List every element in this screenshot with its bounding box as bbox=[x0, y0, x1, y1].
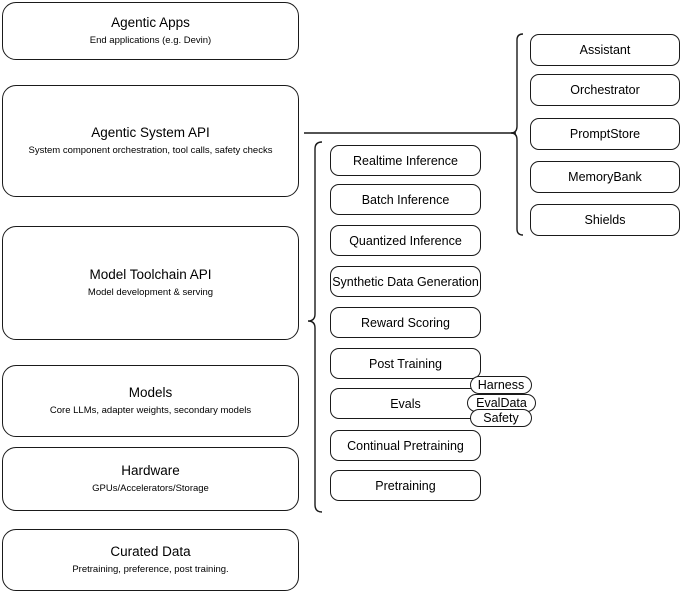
agentic-component-assistant[interactable]: Assistant bbox=[530, 34, 680, 66]
layer-agentic-apps[interactable]: Agentic Apps End applications (e.g. Devi… bbox=[2, 2, 299, 60]
brace-agentic-components bbox=[510, 33, 524, 236]
agentic-component-memorybank[interactable]: MemoryBank bbox=[530, 161, 680, 193]
layer-subtitle: System component orchestration, tool cal… bbox=[28, 145, 273, 156]
capability-label: Pretraining bbox=[375, 478, 436, 493]
agentic-component-label: MemoryBank bbox=[568, 170, 642, 184]
capability-label: Reward Scoring bbox=[361, 315, 450, 330]
layer-title: Models bbox=[128, 385, 173, 400]
capability-label: Evals bbox=[390, 396, 421, 411]
layer-title: Curated Data bbox=[110, 544, 191, 559]
layer-title: Model Toolchain API bbox=[89, 267, 212, 282]
brace-toolchain-capabilities bbox=[307, 141, 323, 513]
layer-hardware[interactable]: Hardware GPUs/Accelerators/Storage bbox=[2, 447, 299, 511]
capability-label: Batch Inference bbox=[361, 192, 450, 207]
layer-curated-data[interactable]: Curated Data Pretraining, preference, po… bbox=[2, 529, 299, 591]
agentic-component-label: Assistant bbox=[579, 43, 631, 57]
capability-batch-inference[interactable]: Batch Inference bbox=[330, 184, 481, 215]
layer-subtitle: Model development & serving bbox=[87, 287, 214, 298]
capability-post-training[interactable]: Post Training bbox=[330, 348, 481, 379]
layer-subtitle: GPUs/Accelerators/Storage bbox=[92, 483, 209, 494]
capability-label: Synthetic Data Generation bbox=[332, 274, 479, 289]
layer-title: Agentic System API bbox=[91, 125, 210, 140]
capability-reward-scoring[interactable]: Reward Scoring bbox=[330, 307, 481, 338]
layer-title: Hardware bbox=[121, 463, 180, 478]
capability-quantized-inference[interactable]: Quantized Inference bbox=[330, 225, 481, 256]
capability-label: Post Training bbox=[369, 356, 442, 371]
agentic-component-orchestrator[interactable]: Orchestrator bbox=[530, 74, 680, 106]
capability-label: Quantized Inference bbox=[349, 233, 462, 248]
capability-pretraining[interactable]: Pretraining bbox=[330, 470, 481, 501]
agentic-component-label: Orchestrator bbox=[570, 83, 640, 97]
agentic-component-shields[interactable]: Shields bbox=[530, 204, 680, 236]
capability-label: Realtime Inference bbox=[353, 153, 458, 168]
layer-subtitle: Pretraining, preference, post training. bbox=[72, 564, 229, 575]
evals-subcomponent-harness[interactable]: Harness bbox=[470, 376, 532, 394]
layer-subtitle: End applications (e.g. Devin) bbox=[89, 35, 212, 46]
capability-evals[interactable]: Evals bbox=[330, 388, 481, 419]
layer-model-toolchain-api[interactable]: Model Toolchain API Model development & … bbox=[2, 226, 299, 340]
layer-subtitle: Core LLMs, adapter weights, secondary mo… bbox=[49, 405, 252, 416]
capability-label: Continual Pretraining bbox=[347, 438, 464, 453]
layer-models[interactable]: Models Core LLMs, adapter weights, secon… bbox=[2, 365, 299, 437]
agentic-component-label: PromptStore bbox=[569, 127, 641, 141]
layer-title: Agentic Apps bbox=[111, 15, 190, 30]
capability-realtime-inference[interactable]: Realtime Inference bbox=[330, 145, 481, 176]
capability-synthetic-data-generation[interactable]: Synthetic Data Generation bbox=[330, 266, 481, 297]
agentic-component-promptstore[interactable]: PromptStore bbox=[530, 118, 680, 150]
evals-subcomponent-safety[interactable]: Safety bbox=[470, 409, 532, 427]
layer-agentic-system-api[interactable]: Agentic System API System component orch… bbox=[2, 85, 299, 197]
agentic-component-label: Shields bbox=[584, 213, 626, 227]
capability-continual-pretraining[interactable]: Continual Pretraining bbox=[330, 430, 481, 461]
